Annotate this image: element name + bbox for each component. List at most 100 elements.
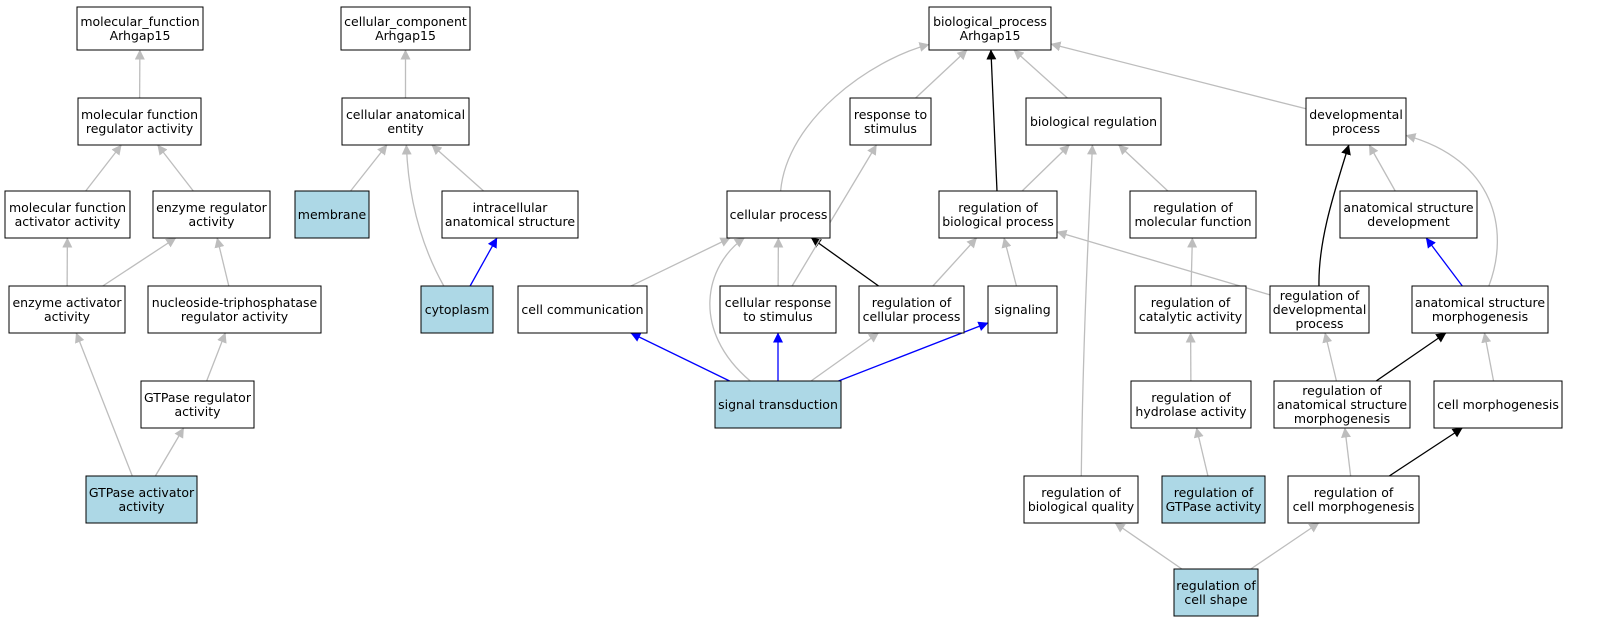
node-label-line: development: [1367, 214, 1450, 229]
node-label-line: biological quality: [1028, 499, 1135, 514]
node-label-line: process: [1295, 316, 1343, 331]
node-label-line: stimulus: [864, 121, 917, 136]
node-label-line: cellular_component: [344, 14, 467, 29]
node-label-line: activity: [44, 309, 91, 324]
node-box: [4, 190, 131, 239]
edge-reg_anat_morph-to-reg_dev_proc: [1322, 332, 1338, 382]
node-box: [1173, 568, 1259, 617]
edge-mf_act_act-to-mf_reg_act: [85, 144, 122, 192]
node-box: [294, 190, 370, 239]
node-label-line: to stimulus: [743, 309, 812, 324]
edge-cell_comm-to-cell_proc: [630, 237, 731, 287]
edge-dev_proc-to-bp_root: [1050, 41, 1307, 110]
node-box: [1411, 285, 1549, 334]
node-membrane[interactable]: membrane: [294, 190, 370, 239]
edge-reg_dev_proc-to-dev_proc: [1318, 144, 1351, 287]
node-label-line: morphogenesis: [1432, 309, 1528, 324]
edge-sig_trans-to-cell_comm: [630, 332, 730, 382]
edge-reg_cell_proc-to-reg_bio_proc: [932, 237, 978, 287]
node-label-line: biological process: [942, 214, 1054, 229]
edge-reg_bio_proc-to-bp_root: [986, 49, 998, 192]
node-label-line: anatomical structure: [445, 214, 575, 229]
node-sig-trans[interactable]: signal transduction: [714, 380, 842, 429]
node-box: [1287, 475, 1420, 524]
node-cell-comm[interactable]: cell communication: [517, 285, 648, 334]
edge-sig_trans-to-cell_proc: [709, 237, 751, 382]
node-signaling[interactable]: signaling: [987, 285, 1058, 334]
node-label-line: catalytic activity: [1139, 309, 1243, 324]
node-box: [140, 380, 255, 429]
node-box: [849, 97, 932, 146]
node-label-line: regulator activity: [86, 121, 194, 136]
node-label-line: cellular process: [863, 309, 961, 324]
node-cytoplasm[interactable]: cytoplasm: [420, 285, 494, 334]
node-cell-proc[interactable]: cellular process: [726, 190, 831, 239]
node-label-line: cellular process: [730, 207, 828, 222]
node-label-line: activator activity: [15, 214, 121, 229]
edge-reg_anat_morph-to-anat_morph: [1375, 332, 1447, 382]
edge-resp_stim-to-bp_root: [915, 49, 968, 99]
node-label-line: regulation of: [1314, 485, 1394, 500]
node-label-line: anatomical structure: [1415, 295, 1545, 310]
node-label-line: cell morphogenesis: [1437, 397, 1559, 412]
edge-signaling-to-reg_bio_proc: [1001, 237, 1018, 287]
node-label-line: regulator activity: [181, 309, 289, 324]
node-cell-morph[interactable]: cell morphogenesis: [1433, 380, 1563, 429]
node-label-line: regulation of: [1041, 485, 1121, 500]
node-label-line: morphogenesis: [1294, 411, 1390, 426]
node-label-line: biological_process: [933, 14, 1047, 29]
edge-cell_resp_stim-to-resp_stim: [791, 144, 877, 287]
node-label-line: regulation of: [1151, 390, 1231, 405]
edge-gtpase_act_act-to-gtpase_reg_act: [154, 427, 185, 477]
node-label-line: biological regulation: [1030, 114, 1157, 129]
node-label-line: regulation of: [1153, 200, 1233, 215]
edge-reg_bio_qual-to-bio_reg: [1080, 144, 1098, 477]
edge-anat_dev-to-dev_proc: [1368, 144, 1396, 192]
node-box: [714, 380, 842, 429]
node-label-line: enzyme regulator: [156, 200, 268, 215]
node-box: [340, 6, 471, 51]
edge-cytoplasm-to-intra_anat: [469, 237, 498, 287]
node-bio-reg[interactable]: biological regulation: [1025, 97, 1162, 146]
node-label-line: intracellular: [473, 200, 549, 215]
node-label-line: response to: [854, 107, 927, 122]
node-box: [858, 285, 965, 334]
edge-membrane-to-cell_anat: [350, 144, 388, 192]
node-box: [719, 285, 837, 334]
node-label-line: molecular function: [9, 200, 126, 215]
node-box: [420, 285, 494, 334]
node-label-line: Arhgap15: [110, 28, 171, 43]
edge-enz_act_act-to-enz_reg_act: [102, 237, 177, 287]
node-box: [76, 6, 204, 51]
node-label-line: membrane: [298, 207, 367, 222]
node-label-line: cell shape: [1184, 592, 1248, 607]
